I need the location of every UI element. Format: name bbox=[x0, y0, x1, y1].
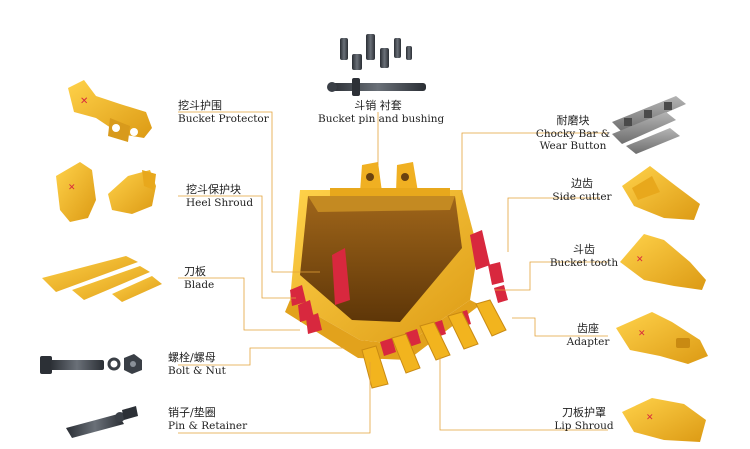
label-en: Heel Shroud bbox=[186, 196, 254, 209]
label-zh: 刀板 bbox=[184, 265, 206, 278]
label-bucket-tooth: 斗齿 Bucket tooth bbox=[542, 243, 626, 269]
svg-text:✕: ✕ bbox=[636, 255, 644, 265]
label-bolt-nut: 螺栓/螺母 Bolt & Nut bbox=[168, 351, 226, 377]
label-zh: 耐磨块 bbox=[556, 114, 590, 127]
svg-text:✕: ✕ bbox=[638, 329, 646, 339]
label-zh: 挖斗护围 bbox=[178, 99, 222, 112]
pin-retainer-image bbox=[66, 406, 138, 438]
label-en: Adapter bbox=[566, 335, 610, 348]
label-pin-retainer: 销子/垫圈 Pin & Retainer bbox=[168, 406, 248, 432]
label-zh: 挖斗保护块 bbox=[186, 183, 241, 196]
heel-shroud-image: ✕ bbox=[56, 162, 156, 222]
label-en: Bolt & Nut bbox=[168, 364, 226, 377]
lip-shroud-image: ✕ bbox=[622, 398, 706, 442]
label-bucket-protector: 挖斗护围 Bucket Protector bbox=[178, 99, 269, 125]
label-en: Bucket Protector bbox=[178, 112, 269, 125]
chocky-bar-image bbox=[612, 96, 686, 154]
label-en: Pin & Retainer bbox=[168, 419, 248, 432]
label-en: Bucket tooth bbox=[549, 256, 619, 269]
label-en: Lip Shroud bbox=[554, 419, 614, 432]
side-cutter-image bbox=[622, 166, 700, 220]
svg-text:✕: ✕ bbox=[80, 96, 88, 107]
label-zh: 齿座 bbox=[577, 322, 599, 335]
blade-image bbox=[42, 256, 162, 302]
bucket-main bbox=[285, 162, 508, 389]
label-en: Side cutter bbox=[552, 190, 612, 203]
bolt-nut-image bbox=[40, 354, 142, 374]
label-zh: 销子/垫圈 bbox=[168, 406, 216, 419]
bucket-protector-image: ✕ bbox=[68, 80, 152, 142]
label-en-line1: Chocky Bar & bbox=[535, 127, 611, 140]
leader-lines bbox=[178, 111, 608, 434]
label-zh: 边齿 bbox=[571, 177, 593, 190]
label-adapter: 齿座 Adapter bbox=[556, 322, 620, 348]
adapter-image: ✕ bbox=[616, 312, 708, 364]
label-heel-shroud: 挖斗保护块 Heel Shroud bbox=[186, 183, 254, 209]
label-side-cutter: 边齿 Side cutter bbox=[544, 177, 620, 203]
svg-text:✕: ✕ bbox=[68, 183, 76, 193]
label-zh: 刀板护罩 bbox=[562, 406, 606, 419]
label-en: Bucket pin and bushing bbox=[318, 112, 445, 125]
bucket-pin-bushing-image bbox=[327, 34, 426, 96]
label-chocky-bar: 耐磨块 Chocky Bar & Wear Button bbox=[528, 114, 618, 152]
label-blade: 刀板 Blade bbox=[184, 265, 215, 291]
label-zh: 螺栓/螺母 bbox=[168, 351, 216, 364]
svg-text:✕: ✕ bbox=[646, 413, 654, 423]
bucket-tooth-image: ✕ bbox=[620, 234, 706, 290]
label-en-line2: Wear Button bbox=[539, 139, 607, 152]
label-zh: 斗销 衬套 bbox=[354, 99, 402, 112]
label-lip-shroud: 刀板护罩 Lip Shroud bbox=[548, 406, 620, 432]
label-en: Blade bbox=[184, 278, 215, 291]
label-zh: 斗齿 bbox=[573, 243, 595, 256]
label-bucket-pin: 斗销 衬套 Bucket pin and bushing bbox=[318, 99, 445, 125]
